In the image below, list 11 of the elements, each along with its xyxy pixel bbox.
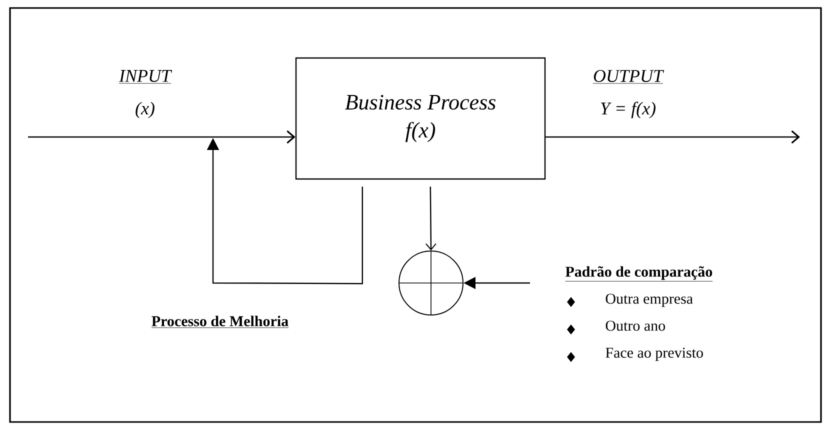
- arrow: [28, 130, 296, 144]
- process-box: Business Process f(x): [295, 57, 546, 180]
- summing-junction: [398, 250, 464, 316]
- text-label: OUTPUT: [592, 70, 664, 84]
- text-label: (x): [136, 102, 154, 118]
- text-label: INPUT: [118, 70, 172, 84]
- arrow: [425, 186, 436, 250]
- comparison-list: Padrão de comparação Outra empresa Outro ano Face ao previsto: [565, 266, 713, 361]
- text-label: Y = f(x): [600, 102, 656, 118]
- arrow: [546, 130, 800, 144]
- text-label: Processo de Melhoria: [151, 316, 289, 328]
